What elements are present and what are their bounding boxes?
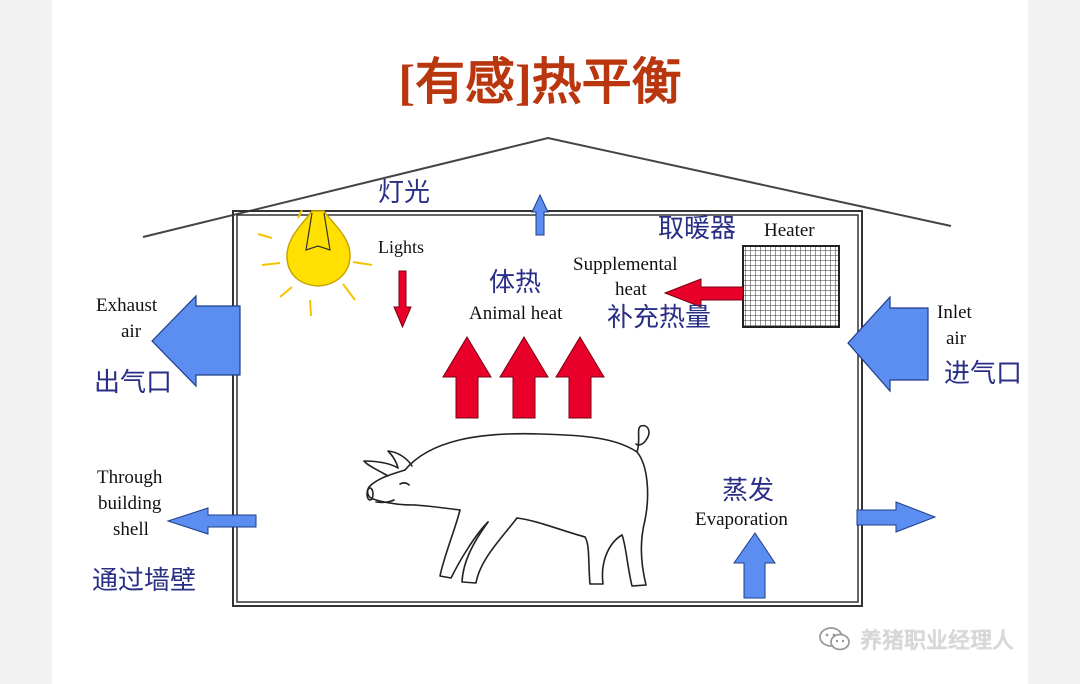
shell-label-en-2: building bbox=[98, 493, 162, 514]
exhaust-label-en-2: air bbox=[121, 321, 142, 342]
animal-heat-arrow-icon bbox=[442, 336, 492, 419]
pig-icon bbox=[363, 424, 650, 587]
heater-label-cn: 取暖器 bbox=[658, 214, 737, 244]
animal-heat-label-en: Animal heat bbox=[469, 303, 563, 324]
shell-arrow-icon bbox=[166, 507, 257, 535]
supplemental-label-en-2: heat bbox=[615, 279, 647, 300]
shell-label-en-1: Through bbox=[97, 467, 163, 488]
animal-heat-label-cn: 体热 bbox=[489, 268, 542, 298]
evaporation-arrow-icon bbox=[733, 532, 776, 599]
supplemental-heat-arrow-icon bbox=[663, 278, 744, 308]
lights-arrow-icon bbox=[393, 270, 412, 329]
left-side-band bbox=[0, 0, 52, 684]
exhaust-label-cn: 出气口 bbox=[94, 368, 173, 398]
animal-heat-arrow-icon bbox=[499, 336, 549, 419]
wechat-icon bbox=[819, 627, 850, 651]
inlet-label-cn: 进气口 bbox=[944, 359, 1023, 389]
shell-label-en-3: shell bbox=[113, 519, 149, 540]
exhaust-label-en-1: Exhaust bbox=[96, 295, 158, 316]
lights-label-cn: 灯光 bbox=[378, 178, 431, 208]
watermark: 养猪职业经理人 bbox=[818, 623, 1014, 655]
supplemental-label-cn: 补充热量 bbox=[607, 303, 712, 333]
right-side-band bbox=[1028, 0, 1080, 684]
inlet-label-en-1: Inlet bbox=[937, 302, 972, 323]
watermark-text: 养猪职业经理人 bbox=[860, 629, 1015, 654]
barn-inner-wall bbox=[236, 214, 859, 603]
lights-label-en: Lights bbox=[378, 237, 425, 257]
page-title: [有感]热平衡 bbox=[398, 53, 682, 111]
lightbulb-icon bbox=[257, 209, 373, 317]
evaporation-label-en: Evaporation bbox=[695, 509, 788, 530]
inlet-label-en-2: air bbox=[946, 328, 967, 349]
inlet-arrow-icon bbox=[847, 295, 929, 393]
heater-label-en: Heater bbox=[764, 220, 815, 241]
animal-heat-arrows bbox=[442, 336, 605, 419]
shell-label-cn: 通过墙壁 bbox=[92, 566, 197, 596]
supplemental-label-en-1: Supplemental bbox=[573, 254, 678, 275]
exhaust-arrow-icon bbox=[151, 294, 241, 388]
heater-icon bbox=[742, 245, 840, 328]
roof-outline bbox=[142, 136, 952, 238]
animal-heat-arrow-icon bbox=[555, 336, 605, 419]
right-outflow-arrow-icon bbox=[856, 501, 937, 533]
evaporation-label-cn: 蒸发 bbox=[722, 476, 775, 506]
roof-up-arrow-icon bbox=[531, 193, 549, 236]
